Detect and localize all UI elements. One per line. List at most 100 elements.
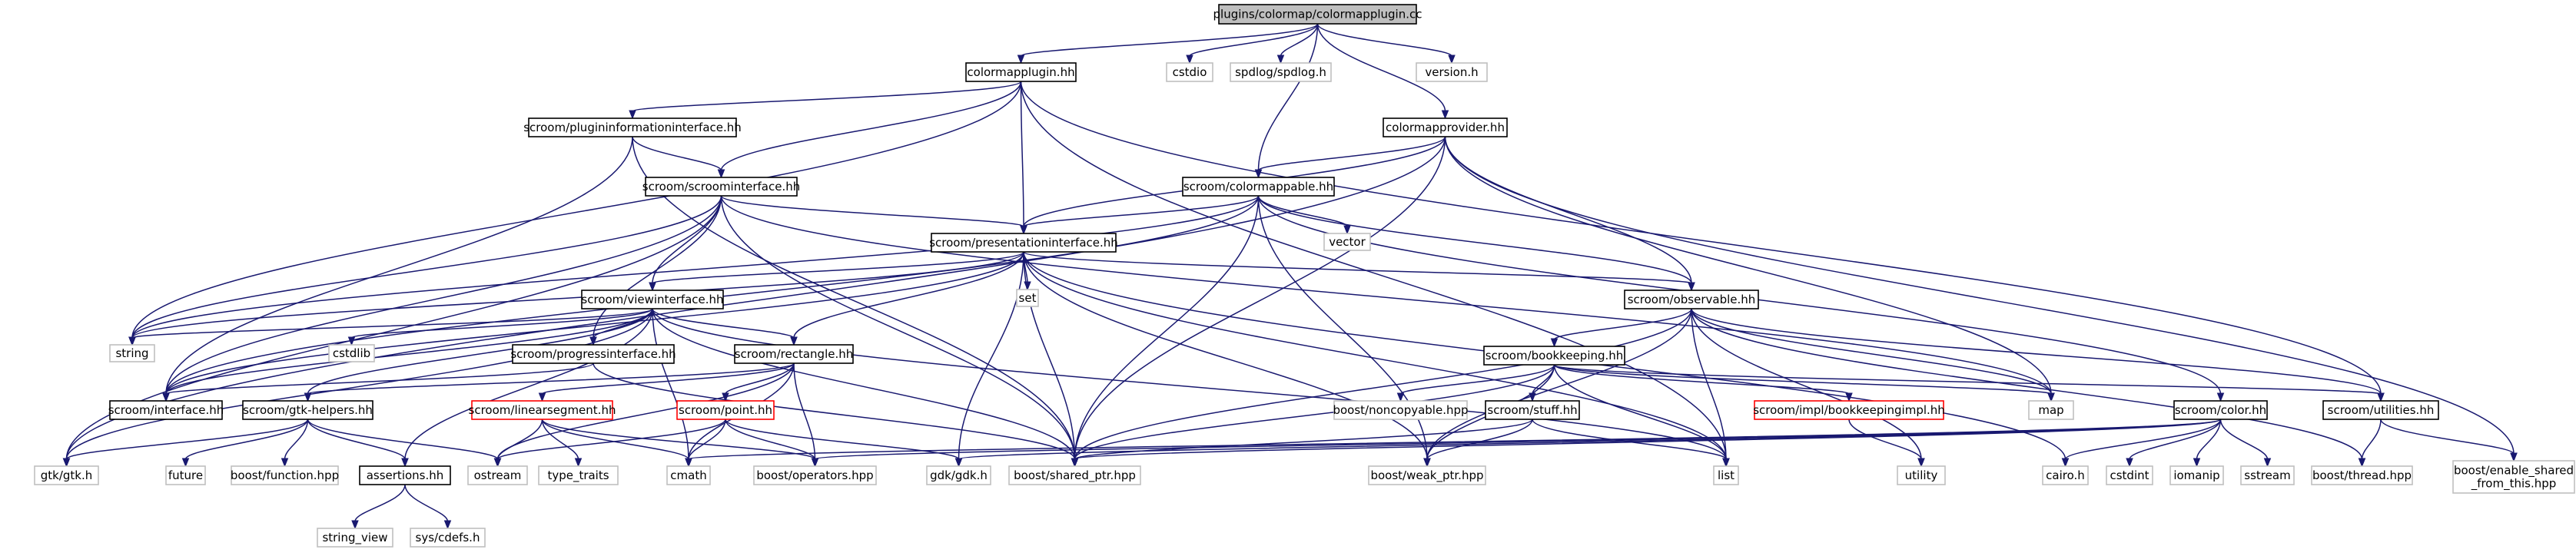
node-label-root: plugins/colormap/colormapplugin.cc <box>1213 8 1422 22</box>
node-box-future <box>165 465 206 485</box>
edge-assertions-to-cdefs <box>404 484 449 522</box>
node-box-cairo <box>2042 465 2089 485</box>
edge-utilities-to-thread <box>2361 419 2382 460</box>
node-box-scroominterface <box>645 177 798 197</box>
node-point[interactable]: scroom/point.hh <box>676 400 775 420</box>
node-rectangle[interactable]: scroom/rectangle.hh <box>734 344 854 364</box>
node-label-stuff: scroom/stuff.hh <box>1487 403 1577 417</box>
arrowhead-linearsegment-to-type_traits <box>574 458 583 468</box>
node-box-gdk <box>926 465 991 485</box>
arrowhead-presentation-to-observable <box>1688 282 1695 292</box>
edge-colormapprovider-to-shared_ptr <box>1074 136 1446 460</box>
edge-scroominterface-to-shared_ptr <box>720 195 1076 460</box>
edge-bookkeeping-to-list <box>1553 364 1727 460</box>
node-box-vector <box>1323 233 1371 251</box>
edge-bookkeeping-to-noncopyable <box>1399 364 1555 395</box>
edge-viewinterface-to-list <box>652 308 1727 460</box>
node-box-list <box>1713 465 1739 485</box>
node-box-utilities <box>2322 400 2439 420</box>
edge-utilities-to-enable_shared <box>2380 419 2515 455</box>
node-linearsegment[interactable]: scroom/linearsegment.hh <box>469 400 616 420</box>
arrowhead-root-to-spdlog <box>1276 55 1285 65</box>
node-label-observable: scroom/observable.hh <box>1628 293 1756 306</box>
node-label-enable_shared: boost/enable_shared <box>2454 464 2574 478</box>
edge-scroominterface-to-presentation <box>720 195 1024 227</box>
node-bookkeeping[interactable]: scroom/bookkeeping.hh <box>1483 346 1625 366</box>
node-box-stuff <box>1485 400 1580 420</box>
edge-progress-to-interface <box>165 362 594 395</box>
edge-viewinterface-to-cstdlib <box>350 308 653 339</box>
edge-color-to-iomanip <box>2196 419 2222 460</box>
node-assertions[interactable]: assertions.hh <box>359 465 451 485</box>
edge-bookkeeping-to-bookkeepingimpl <box>1553 364 1850 395</box>
node-cstdlib: cstdlib <box>328 344 375 362</box>
arrowhead-point-to-ostream <box>493 458 502 468</box>
node-box-sstream <box>2240 465 2295 485</box>
arrowhead-viewinterface-to-rectangle <box>790 336 798 346</box>
node-box-utility <box>1897 465 1946 485</box>
node-scroominterface[interactable]: scroom/scroominterface.hh <box>642 177 800 197</box>
node-viewinterface[interactable]: scroom/viewinterface.hh <box>581 290 724 309</box>
edge-presentation-to-observable <box>1023 251 1692 284</box>
edge-observable-to-utility <box>1691 308 1922 460</box>
edge-viewinterface-to-gtk <box>65 308 653 460</box>
node-plugininfo[interactable]: scroom/plugininformationinterface.hh <box>523 117 742 137</box>
arrowhead-bookkeepingimpl-to-utility <box>1917 458 1925 468</box>
node-label-list: list <box>1718 468 1734 482</box>
arrowhead-stuff-to-list <box>1722 458 1730 468</box>
edge-observable-to-thread <box>1691 308 2363 460</box>
node-box-cstdint <box>2106 465 2153 485</box>
node-utilities[interactable]: scroom/utilities.hh <box>2322 400 2439 420</box>
node-colormapplugin_hh[interactable]: colormapplugin.hh <box>965 62 1077 82</box>
node-bookkeepingimpl[interactable]: scroom/impl/bookkeepingimpl.hh <box>1753 400 1945 420</box>
edge-scroominterface-to-map <box>720 195 2052 395</box>
node-gtkhelpers[interactable]: scroom/gtk-helpers.hh <box>242 400 373 420</box>
edge-bookkeeping-to-map <box>1553 364 2052 395</box>
node-colormapprovider[interactable]: colormapprovider.hh <box>1383 117 1508 137</box>
arrowhead-progress-to-interface <box>162 392 170 402</box>
node-box-ostream <box>467 465 528 485</box>
node-label-cstdlib: cstdlib <box>333 346 370 360</box>
edge-gtkhelpers-to-assertions <box>307 419 406 460</box>
node-label-colormappable: scroom/colormappable.hh <box>1183 180 1333 194</box>
node-presentation[interactable]: scroom/presentationinterface.hh <box>929 233 1118 253</box>
node-colormappable[interactable]: scroom/colormappable.hh <box>1182 177 1335 197</box>
arrowhead-color-to-iomanip <box>2193 458 2201 468</box>
arrowhead-rectangle-to-linearsegment <box>538 392 546 402</box>
edge-viewinterface-to-assertions <box>404 308 653 460</box>
arrowhead-presentation-to-set <box>1024 281 1031 291</box>
node-function: boost/function.hpp <box>231 465 339 485</box>
edge-viewinterface-to-gtkhelpers <box>307 308 653 395</box>
node-label-presentation: scroom/presentationinterface.hh <box>929 236 1118 250</box>
edge-colormapplugin_hh-to-utilities <box>1020 81 2382 395</box>
arrowhead-root-to-version_h <box>1448 55 1456 65</box>
edge-colormapplugin_hh-to-plugininfo <box>632 81 1022 112</box>
node-color[interactable]: scroom/color.hh <box>2173 400 2268 420</box>
edge-viewinterface-to-cmath <box>652 308 689 460</box>
edge-color-to-sstream <box>2219 419 2269 460</box>
node-stuff[interactable]: scroom/stuff.hh <box>1485 400 1580 420</box>
edge-viewinterface-to-string <box>131 308 653 339</box>
node-root[interactable]: plugins/colormap/colormapplugin.cc <box>1213 4 1422 25</box>
node-box-plugininfo <box>528 117 737 137</box>
node-label-cstdio: cstdio <box>1173 65 1207 79</box>
edge-observable-to-map <box>1691 308 2052 395</box>
node-enable_shared: boost/enable_shared_from_this.hpp <box>2452 460 2575 494</box>
arrowhead-plugininfo-to-scroominterface <box>717 169 725 179</box>
edge-rectangle-to-operators <box>793 362 816 460</box>
node-string: string <box>109 344 155 362</box>
edge-colormapprovider-to-colormappable <box>1257 136 1446 171</box>
node-label-scroominterface: scroom/scroominterface.hh <box>642 180 800 194</box>
edge-observable-to-weak_ptr <box>1426 308 1692 460</box>
node-box-bookkeepingimpl <box>1754 400 1944 420</box>
node-observable[interactable]: scroom/observable.hh <box>1624 290 1759 309</box>
edge-colormapplugin_hh-to-string <box>131 81 1022 339</box>
node-box-shared_ptr <box>1008 465 1141 485</box>
node-box-viewinterface <box>581 290 724 309</box>
arrowhead-bookkeeping-to-map <box>2047 392 2055 402</box>
node-label-colormapprovider: colormapprovider.hh <box>1386 121 1505 134</box>
node-progress[interactable]: scroom/progressinterface.hh <box>510 344 676 364</box>
node-box-point <box>676 400 775 420</box>
arrowhead-stuff-to-weak_ptr <box>1423 458 1431 468</box>
node-interface[interactable]: scroom/interface.hh <box>108 400 224 420</box>
